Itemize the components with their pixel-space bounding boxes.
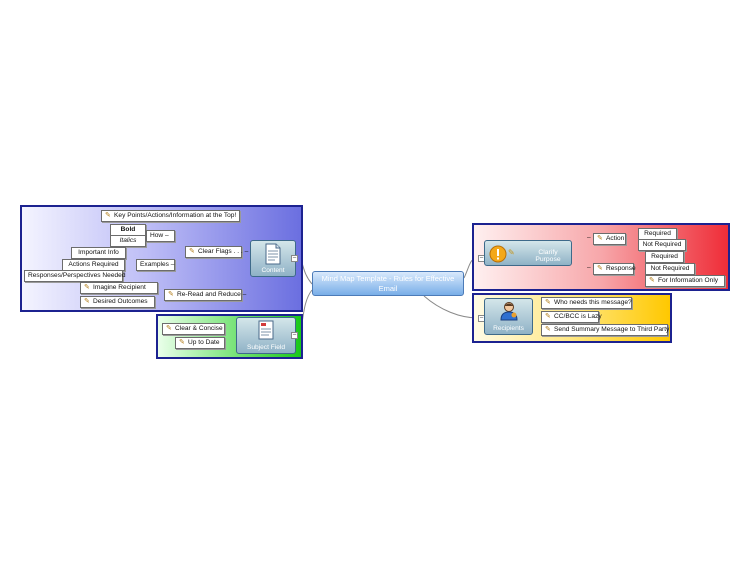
pencil-icon: ✎ bbox=[105, 212, 111, 219]
collapse-icon[interactable]: – bbox=[242, 291, 247, 298]
topic-content[interactable]: Content bbox=[250, 240, 296, 277]
node-response-required[interactable]: Required bbox=[645, 251, 684, 263]
pencil-icon: ✎ bbox=[597, 235, 603, 242]
document-icon bbox=[265, 243, 281, 265]
node-italics[interactable]: Italics bbox=[110, 235, 146, 247]
node-cc-bcc[interactable]: ✎CC/BCC is Lazy bbox=[541, 311, 602, 323]
warning-icon bbox=[489, 245, 507, 263]
collapse-icon[interactable]: – bbox=[170, 261, 175, 268]
topic-recipients[interactable]: Recipients bbox=[484, 298, 533, 335]
collapse-content-button[interactable]: – bbox=[291, 255, 298, 262]
form-document-icon bbox=[258, 320, 274, 340]
node-response-not-required[interactable]: Not Required bbox=[645, 263, 695, 275]
pencil-icon: ✎ bbox=[508, 248, 515, 257]
node-response[interactable]: ✎Response bbox=[593, 263, 636, 275]
node-important-info[interactable]: Important Info bbox=[71, 247, 126, 259]
node-responses-needed[interactable]: Responses/Perspectives Needed bbox=[24, 270, 126, 282]
topic-content-label: Content bbox=[261, 267, 285, 274]
topic-recipients-label: Recipients bbox=[493, 325, 524, 332]
node-for-information-only[interactable]: ✎For Information Only bbox=[645, 275, 725, 287]
collapse-icon[interactable]: – bbox=[244, 248, 249, 255]
central-topic-label: Mind Map Template - Rules for Effective … bbox=[321, 274, 455, 293]
pencil-icon: ✎ bbox=[84, 284, 90, 291]
node-re-read-reduce[interactable]: ✎Re-Read and Reduce – bbox=[164, 289, 246, 301]
node-key-points[interactable]: ✎Key Points/Actions/Information at the T… bbox=[101, 210, 241, 222]
pencil-icon: ✎ bbox=[545, 326, 551, 333]
topic-subject-field-label: Subject Field bbox=[246, 344, 286, 351]
node-action[interactable]: ✎Action bbox=[593, 233, 626, 245]
central-topic[interactable]: Mind Map Template - Rules for Effective … bbox=[312, 271, 464, 296]
topic-clarify-purpose[interactable]: ✎ Clarify Purpose bbox=[484, 240, 572, 266]
node-examples[interactable]: Examples – bbox=[136, 259, 175, 271]
node-who-needs[interactable]: ✎Who needs this message? bbox=[541, 297, 632, 309]
pencil-icon: ✎ bbox=[166, 325, 172, 332]
node-clear-concise[interactable]: ✎Clear & Concise bbox=[162, 323, 225, 335]
collapse-icon[interactable]: – bbox=[165, 232, 169, 239]
node-desired-outcomes[interactable]: ✎Desired Outcomes bbox=[80, 296, 155, 308]
pencil-icon: ✎ bbox=[189, 248, 195, 255]
node-send-summary[interactable]: ✎Send Summary Message to Third Party bbox=[541, 324, 669, 336]
node-action-not-required[interactable]: Not Required bbox=[638, 239, 686, 251]
pencil-icon: ✎ bbox=[168, 291, 174, 298]
topic-subject-field[interactable]: Subject Field bbox=[236, 317, 296, 354]
pencil-icon: ✎ bbox=[649, 277, 655, 284]
node-up-to-date[interactable]: ✎Up to Date bbox=[175, 337, 225, 349]
node-clear-flags[interactable]: ✎Clear Flags . . . – bbox=[185, 246, 248, 258]
pencil-icon: ✎ bbox=[545, 313, 551, 320]
collapse-subject-button[interactable]: – bbox=[291, 332, 298, 339]
topic-clarify-purpose-label: Clarify Purpose bbox=[535, 249, 561, 263]
pencil-icon: ✎ bbox=[179, 339, 185, 346]
person-icon bbox=[499, 302, 518, 321]
collapse-action-icon[interactable]: – bbox=[587, 234, 591, 241]
pencil-icon: ✎ bbox=[597, 265, 603, 272]
pencil-icon: ✎ bbox=[84, 298, 90, 305]
node-how[interactable]: How – bbox=[146, 230, 175, 242]
collapse-response-icon[interactable]: – bbox=[587, 264, 591, 271]
pencil-icon: ✎ bbox=[545, 299, 551, 306]
node-imagine-recipient[interactable]: ✎Imagine Recipient bbox=[80, 282, 158, 294]
